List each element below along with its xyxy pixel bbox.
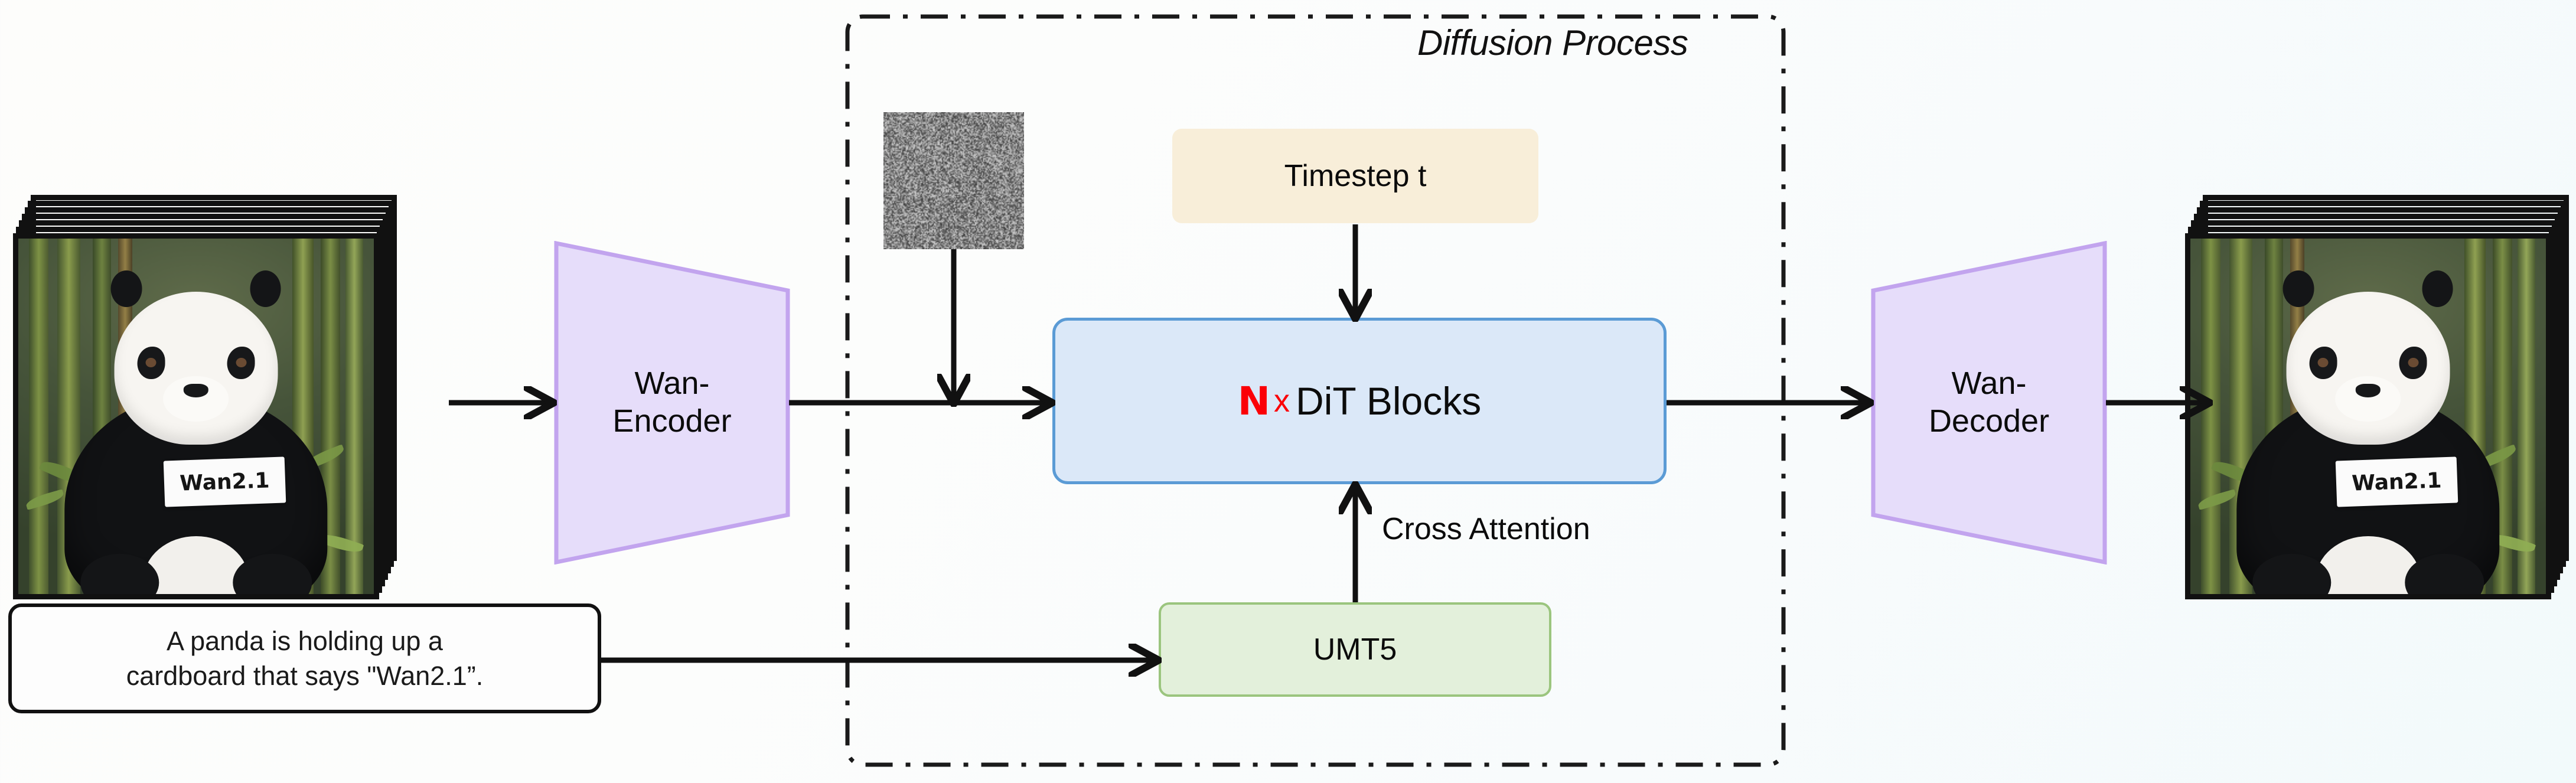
connector-arrows [0, 0, 2576, 783]
diagram-canvas: Diffusion Process [0, 0, 2576, 783]
